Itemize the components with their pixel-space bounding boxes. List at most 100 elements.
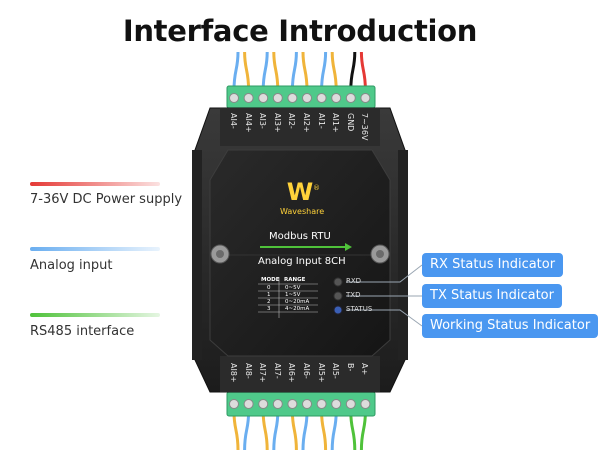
device-faceplate — [209, 149, 391, 357]
right-mount-screw — [370, 244, 390, 264]
terminal-screw — [316, 399, 327, 409]
terminal-screw — [229, 93, 239, 103]
terminal-label: AI8- — [243, 363, 253, 379]
terminal-screw — [331, 399, 342, 409]
range-table-grid — [258, 277, 318, 318]
bottom-wire — [349, 411, 357, 450]
terminal-label: AI1+ — [331, 113, 341, 133]
top-wire — [349, 51, 357, 91]
terminal-screw — [345, 93, 356, 103]
analog-legend-label: Analog input — [30, 258, 113, 273]
bottom-wire — [272, 411, 280, 450]
txd-label: TXD — [346, 291, 361, 299]
terminal-label: AI4+ — [243, 113, 253, 133]
terminal-label: AI6+ — [287, 363, 297, 383]
terminal-screw — [360, 93, 371, 103]
top-wire — [301, 51, 309, 91]
terminal-screw — [316, 93, 327, 103]
range-table-cell: 0~20mA — [285, 299, 310, 305]
terminal-screw — [243, 399, 254, 409]
svg-text:W: W — [287, 178, 313, 206]
bottom-wire — [320, 411, 328, 450]
working-status-callout: Working Status Indicator — [422, 314, 599, 338]
waveshare-logo: W ® — [287, 178, 320, 206]
status-label: STATUS — [346, 305, 373, 313]
range-table-cell: RANGE — [284, 277, 306, 283]
rs485-legend-line — [30, 313, 160, 317]
terminal-screw — [272, 93, 283, 103]
model-label: Analog Input 8CH — [258, 256, 346, 267]
terminal-label: AI4- — [229, 113, 238, 129]
range-table-cell: 3 — [267, 306, 271, 312]
top-wire — [320, 51, 328, 91]
bottom-wire — [359, 411, 367, 450]
terminal-label: AI3+ — [272, 113, 282, 133]
terminal-screw — [287, 399, 298, 409]
bottom-wire — [290, 411, 298, 450]
bottom-wire — [301, 411, 309, 450]
terminal-screw — [360, 399, 371, 409]
terminal-label: AI5+ — [316, 363, 326, 383]
rx-status-callout: RX Status Indicator — [422, 253, 564, 277]
rs485-legend-label: RS485 interface — [30, 324, 135, 339]
bottom-wire — [232, 411, 240, 450]
range-table-cell: 1 — [267, 292, 271, 298]
terminal-screw — [302, 93, 312, 103]
range-table-cell: 2 — [267, 299, 271, 305]
power-legend-label: 7-36V DC Power supply — [30, 192, 183, 207]
terminal-screw — [272, 399, 283, 409]
terminal-label: GND — [345, 113, 355, 132]
left-rail — [192, 150, 202, 360]
right-rail — [398, 150, 408, 360]
terminal-label: AI3- — [258, 113, 268, 129]
terminal-screw — [302, 399, 312, 409]
page-title: Interface Introduction — [122, 14, 478, 48]
txd-led — [333, 291, 343, 301]
rxd-label: RXD — [346, 277, 362, 285]
range-table-cell: 1~5V — [285, 292, 301, 298]
top-wire — [232, 51, 240, 91]
bottom-wire — [261, 411, 269, 450]
terminal-screw — [287, 93, 298, 103]
terminal-label: AI5- — [331, 363, 341, 379]
brand-label: Waveshare — [280, 207, 325, 216]
range-table-cell: 0~5V — [285, 285, 301, 291]
svg-text:®: ® — [313, 184, 320, 192]
terminal-screw — [243, 93, 254, 103]
terminal-label: AI8+ — [229, 363, 238, 383]
bottom-wire — [330, 411, 338, 450]
terminal-label: AI6- — [302, 363, 311, 379]
terminal-screw — [331, 93, 342, 103]
callout-connectors — [346, 264, 423, 327]
terminal-screw — [258, 93, 269, 103]
top-wire — [290, 51, 298, 91]
top-wires — [232, 51, 367, 91]
terminal-label: AI2+ — [302, 113, 311, 133]
terminal-label: AI2- — [287, 113, 297, 129]
terminal-screw — [229, 399, 239, 409]
top-wire — [330, 51, 338, 91]
protocol-label: Modbus RTU — [269, 231, 331, 242]
rxd-led — [333, 277, 343, 287]
terminal-label: B- — [345, 363, 355, 372]
top-wire — [261, 51, 269, 91]
terminal-label: AI7+ — [258, 363, 268, 383]
terminal-label: AI7- — [272, 363, 282, 379]
terminal-label: AI1- — [316, 113, 326, 129]
terminal-label: 7~36V — [360, 113, 370, 141]
terminal-screw — [345, 399, 356, 409]
tx-status-callout: TX Status Indicator — [422, 284, 562, 308]
terminal-label: A+ — [360, 363, 370, 376]
analog-legend-line — [30, 247, 160, 251]
top-wire — [359, 51, 367, 91]
left-mount-screw — [210, 244, 230, 264]
range-table-cell: 4~20mA — [285, 306, 310, 312]
top-wire — [243, 51, 251, 91]
range-table-cell: 0 — [267, 285, 271, 291]
top-wire — [272, 51, 280, 91]
status-led — [333, 305, 343, 315]
range-table-cell: MODE — [261, 277, 280, 283]
bottom-wires — [232, 411, 367, 450]
power-legend-line — [30, 182, 160, 186]
